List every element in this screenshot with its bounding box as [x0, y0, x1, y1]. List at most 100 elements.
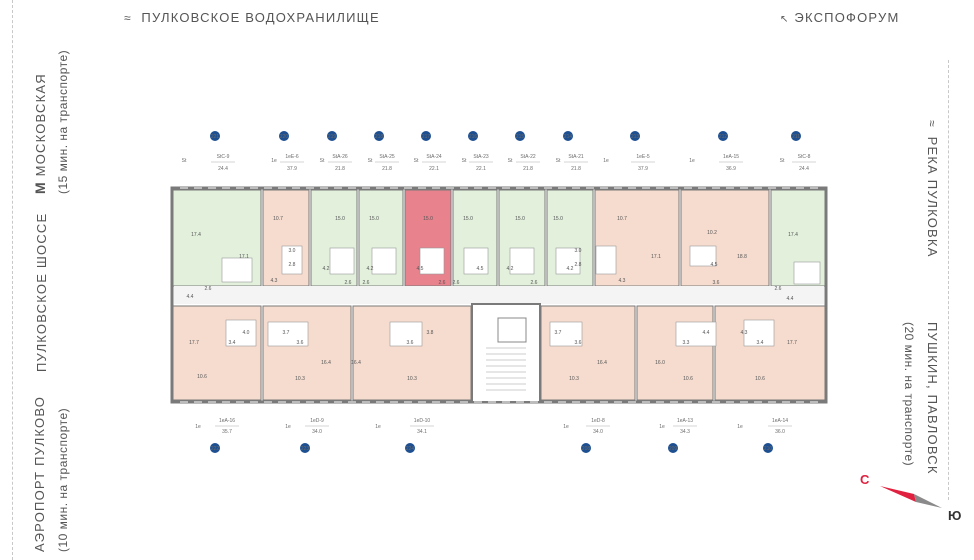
entrance-dot-number: 220	[280, 134, 289, 140]
room-area-label: 15.0	[553, 216, 563, 222]
room-area-label: 10.6	[683, 376, 693, 382]
room-area-label: 10.6	[197, 374, 207, 380]
bathroom	[689, 245, 717, 267]
room-area-label: 4.4	[787, 296, 794, 302]
unit-type-label: St	[182, 158, 187, 164]
room-area-label: 4.5	[417, 266, 424, 272]
room-area-label: 3.4	[229, 340, 236, 346]
bathroom	[555, 247, 581, 275]
landmark-top-left: ≈ ПУЛКОВСКОЕ ВОДОХРАНИЛИЩЕ	[124, 10, 380, 25]
entrance-dot	[468, 131, 478, 141]
unit-type-label: 1e	[563, 424, 569, 430]
unit-type-label: 1e	[659, 424, 665, 430]
unit-area-label: 24.4	[218, 166, 228, 172]
bathroom	[419, 247, 445, 275]
entrance-dot-number: 221	[211, 134, 220, 140]
room-area-label: 18.8	[737, 254, 747, 260]
frame-line-right	[948, 60, 949, 500]
room-area-label: 4.5	[711, 262, 718, 268]
entrance-dot	[630, 131, 640, 141]
entrance-dot	[581, 443, 591, 453]
unit-type-label: 1e	[195, 424, 201, 430]
room-area-label: 10.7	[617, 216, 627, 222]
room-area-label: 17.4	[191, 232, 201, 238]
room-area-label: 4.2	[567, 266, 574, 272]
room-area-label: 4.5	[477, 266, 484, 272]
reservoir-label: ПУЛКОВСКОЕ ВОДОХРАНИЛИЩЕ	[141, 10, 380, 25]
bathroom	[281, 245, 303, 275]
unit-code-label: 1eD-10	[414, 418, 431, 424]
unit-code-label: StA-23	[473, 154, 489, 160]
unit-code-label: StA-25	[379, 154, 395, 160]
room-area-label: 17.1	[239, 254, 249, 260]
room-area-label: 17.7	[189, 340, 199, 346]
unit-area-label: 37.9	[287, 166, 297, 172]
entrance-dot	[374, 131, 384, 141]
room-area-label: 17.1	[651, 254, 661, 260]
unit-code-label: 1eA-13	[677, 418, 693, 424]
room-area-label: 10.6	[755, 376, 765, 382]
unit-area-label: 34.0	[312, 429, 322, 435]
room-area-label: 4.2	[323, 266, 330, 272]
bathroom	[595, 245, 617, 275]
unit-code-label: 1eD-8	[591, 418, 605, 424]
room-area-label: 2.6	[775, 286, 782, 292]
entrance-dot-number: 224	[406, 446, 415, 452]
room-area-label: 2.6	[205, 286, 212, 292]
entrance-dot-number: 215	[516, 134, 525, 140]
unit-type-label: St	[320, 158, 325, 164]
unit-area-label: 35.7	[222, 429, 232, 435]
room-area-label: 2.6	[345, 280, 352, 286]
room-area-label: 3.7	[283, 330, 290, 336]
entrance-dot-number: 213	[631, 134, 640, 140]
unit-type-label: St	[368, 158, 373, 164]
bathroom	[371, 247, 397, 275]
unit-type-label: St	[414, 158, 419, 164]
room-area-label: 17.4	[788, 232, 798, 238]
corridor	[174, 286, 824, 304]
room-area-label: 15.0	[369, 216, 379, 222]
unit-area-label: 24.4	[799, 166, 809, 172]
room-area-label: 4.2	[507, 266, 514, 272]
bathroom	[509, 247, 535, 275]
apartment-bottom-1eD-10	[352, 305, 472, 401]
room-area-label: 4.3	[619, 278, 626, 284]
room-area-label: 4.0	[243, 330, 250, 336]
unit-area-label: 37.9	[638, 166, 648, 172]
unit-area-label: 34.0	[593, 429, 603, 435]
room-area-label: 2.8	[289, 262, 296, 268]
unit-code-label: 1eD-9	[310, 418, 324, 424]
apartment-bottom-1eD-9	[262, 305, 352, 401]
entrance-dot-number: 223	[301, 446, 310, 452]
bathroom	[221, 257, 253, 283]
entrance-dot	[279, 131, 289, 141]
water-waves-icon: ≈	[124, 11, 131, 25]
room-area-label: 4.2	[367, 266, 374, 272]
room-area-label: 15.0	[463, 216, 473, 222]
room-area-label: 3.6	[297, 340, 304, 346]
stair-core	[471, 303, 541, 403]
entrance-dot-number: 214	[564, 134, 573, 140]
unit-type-label: St	[462, 158, 467, 164]
entrance-dot-number: 212	[719, 134, 728, 140]
unit-code-label: StC-8	[798, 154, 811, 160]
room-area-label: 3.0	[575, 248, 582, 254]
bathroom	[675, 321, 717, 347]
unit-type-label: 1e	[603, 158, 609, 164]
room-area-label: 16.4	[597, 360, 607, 366]
unit-area-label: 36.0	[775, 429, 785, 435]
unit-area-label: 34.1	[417, 429, 427, 435]
unit-code-label: 1eA-16	[219, 418, 235, 424]
entrance-dot	[327, 131, 337, 141]
room-area-label: 3.3	[683, 340, 690, 346]
bathroom	[549, 321, 583, 347]
unit-code-label: StC-9	[217, 154, 230, 160]
unit-area-label: 36.9	[726, 166, 736, 172]
entrance-dot-number: 211	[792, 134, 800, 140]
entrance-dot	[210, 443, 220, 453]
unit-type-label: 1e	[285, 424, 291, 430]
elevator-shaft	[497, 317, 527, 343]
room-area-label: 17.7	[787, 340, 797, 346]
bathroom	[463, 247, 489, 275]
